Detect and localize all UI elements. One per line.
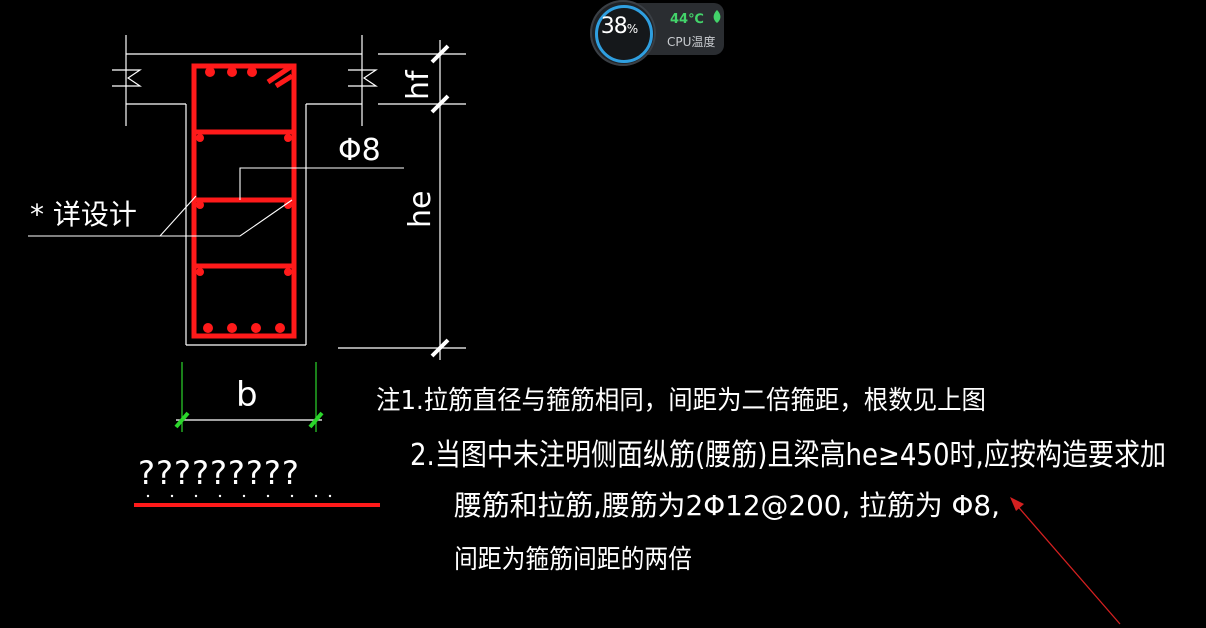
rebar-cage (191, 63, 297, 339)
cpu-temperature-label: CPU温度 (667, 35, 716, 49)
height-dimension (338, 40, 466, 360)
phi8-label: Φ8 (338, 133, 381, 168)
note-line-3: 腰筋和拉筋,腰筋为2Φ12@200, 拉筋为 Φ8, (454, 489, 1000, 522)
leaf-icon (713, 10, 721, 23)
cpu-temperature: 44℃ (670, 12, 704, 27)
dimension-ticks (430, 44, 450, 358)
width-dimension (174, 362, 324, 432)
b-label: b (236, 375, 258, 415)
question-marks: ????????? (138, 454, 300, 492)
leader-lines (28, 167, 404, 237)
cpu-percent-unit: % (626, 22, 638, 36)
cpu-usage-ring[interactable]: 38% (590, 0, 656, 66)
detail-design-label: * 详设计 (30, 198, 137, 231)
cpu-usage-gauge (595, 5, 653, 63)
note-line-2: 2.当图中未注明侧面纵筋(腰筋)且梁高he≥450时,应按构造要求加 (410, 438, 1166, 473)
cpu-monitor-widget[interactable]: 38% 44℃ CPU温度 (590, 0, 736, 66)
hf-label: hf (401, 69, 436, 100)
note-line-4: 间距为箍筋间距的两倍 (454, 545, 692, 575)
annotation-arrow (1010, 497, 1121, 625)
he-label: he (403, 191, 438, 228)
rebar-bars (196, 67, 292, 333)
cpu-percent-number: 38 (600, 14, 628, 39)
cpu-usage-value: 38% (590, 14, 648, 39)
ground-dots (146, 494, 332, 498)
note-line-1: 注1.拉筋直径与箍筋相同，间距为二倍箍距，根数见上图 (376, 386, 986, 416)
slab-outline (112, 35, 378, 346)
